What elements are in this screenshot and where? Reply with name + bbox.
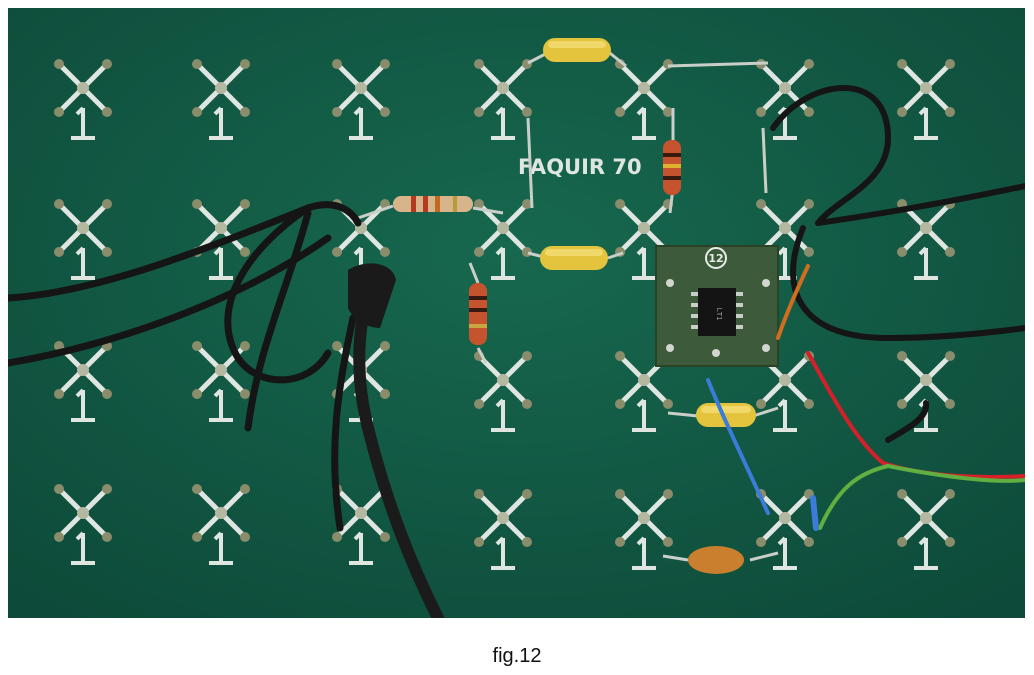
capacitor-top — [543, 38, 611, 62]
colored-wires — [706, 264, 1025, 531]
board-label: FAQUIR 70 — [518, 155, 642, 179]
circuit-board-photo: FAQUIR 70 — [8, 8, 1025, 618]
ic-label: LT1 — [715, 308, 723, 321]
probe-clip — [348, 263, 396, 328]
resistor-vertical-2 — [469, 283, 487, 345]
ceramic-capacitor — [688, 546, 744, 574]
capacitor-lower — [696, 403, 756, 427]
module-label: 12 — [708, 252, 723, 265]
ic-module: 12 LT1 — [655, 245, 779, 367]
resistor-vertical-1 — [663, 140, 681, 195]
figure-caption: fig.12 — [492, 645, 542, 667]
black-cables-right — [770, 85, 1025, 443]
resistor-horizontal — [393, 196, 473, 212]
black-cables-left — [8, 201, 362, 532]
capacitor-middle — [540, 246, 608, 270]
